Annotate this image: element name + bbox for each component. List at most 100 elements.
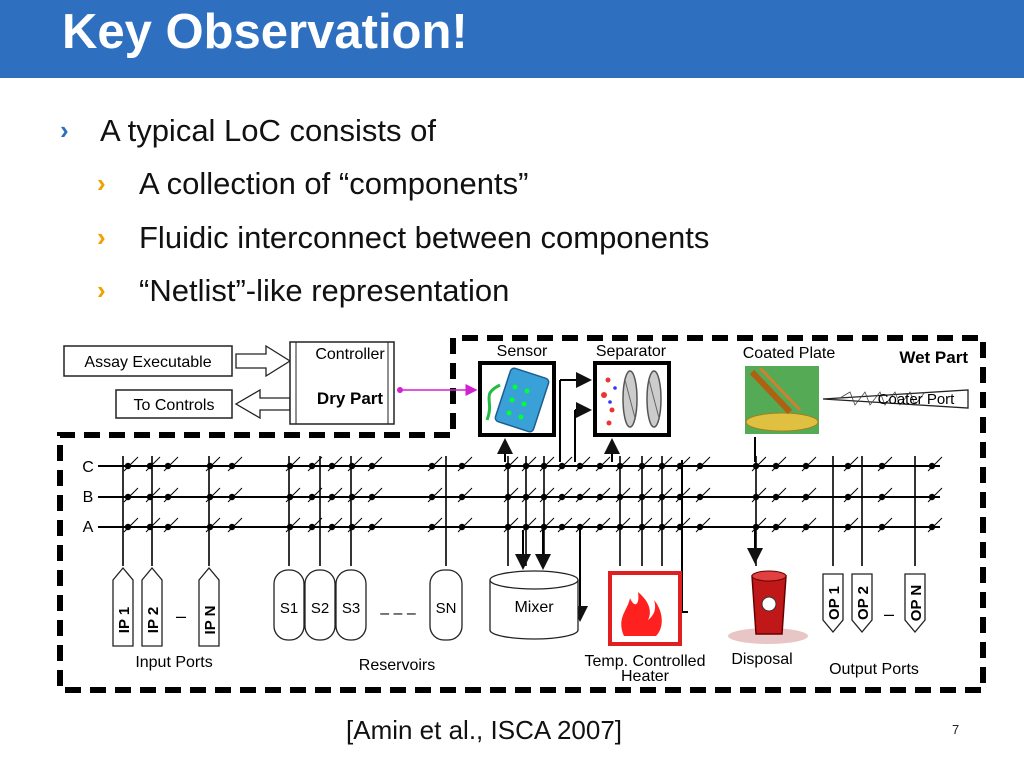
valve-stem — [457, 517, 473, 533]
valve-node — [576, 462, 584, 470]
valve-node — [124, 523, 132, 531]
title-bar: Key Observation! — [0, 0, 1024, 78]
input-ports: IP 1 IP 2 IP N – Input Ports — [112, 566, 220, 671]
reservoir-ellipsis: – – – — [380, 605, 416, 622]
valve-node — [558, 462, 566, 470]
valve-node — [428, 493, 436, 501]
sub-bullet-arrow-icon: › — [97, 222, 106, 252]
output-port-2: OP 2 — [855, 586, 872, 620]
valve-node — [164, 523, 172, 531]
valve-node — [878, 462, 886, 470]
valve-stem — [163, 517, 179, 533]
valve-node — [348, 493, 356, 501]
page-number: 7 — [952, 722, 960, 737]
valve-stem — [227, 487, 243, 503]
valve-stem — [145, 487, 161, 503]
output-port-n: OP N — [908, 585, 925, 621]
valve-node — [458, 523, 466, 531]
valve-stem — [927, 517, 943, 533]
separator-label: Separator — [596, 343, 667, 360]
valve-stem — [751, 456, 767, 472]
valve-node — [368, 493, 376, 501]
sub-bullet-item: › Fluidic interconnect between component… — [97, 220, 709, 256]
sub-bullet-arrow-icon: › — [97, 168, 106, 198]
valve-node — [844, 462, 852, 470]
valve-node — [558, 523, 566, 531]
coated-plate-icon — [745, 366, 819, 434]
fire-icon — [621, 592, 662, 636]
reservoir-s1: S1 — [280, 600, 298, 617]
valve-node — [328, 493, 336, 501]
valve-node — [368, 523, 376, 531]
valve-node — [576, 523, 584, 531]
assay-executable-box — [63, 345, 233, 377]
valve-node — [878, 493, 886, 501]
valve-stem — [145, 456, 161, 472]
output-ports: OP 1 OP 2 OP N – Output Ports — [822, 573, 926, 678]
valve-stem — [163, 456, 179, 472]
valve-stem — [575, 456, 591, 472]
valve-node — [164, 462, 172, 470]
valve-stem — [657, 487, 673, 503]
disposal-label: Disposal — [731, 651, 792, 668]
valve-node — [772, 462, 780, 470]
sub-bullet-text: A collection of “components” — [139, 166, 529, 201]
valve-stem — [877, 487, 893, 503]
bullet-item: › A typical LoC consists of — [60, 113, 436, 149]
valve-node — [802, 493, 810, 501]
valve-node — [928, 462, 936, 470]
valve-node — [576, 493, 584, 501]
input-port-n: IP N — [202, 606, 219, 635]
block-arrow-right — [235, 344, 292, 378]
valve-stem — [801, 456, 817, 472]
valve-stem — [575, 487, 591, 503]
valve-node — [428, 462, 436, 470]
reservoirs-label: Reservoirs — [359, 657, 435, 674]
heater-label-line2: Heater — [621, 668, 670, 685]
valve-node — [878, 523, 886, 531]
sub-bullet-text: Fluidic interconnect between components — [139, 220, 710, 255]
reservoir-s3: S3 — [342, 600, 360, 617]
valve-node — [286, 523, 294, 531]
output-port-ellipsis: – — [884, 604, 894, 624]
valve-stem — [877, 517, 893, 533]
valve-stem — [615, 456, 631, 472]
valve-stem — [123, 487, 139, 503]
valve-stem — [539, 456, 555, 472]
valve-stem — [595, 487, 611, 503]
component-taps — [122, 456, 916, 566]
valve-stem — [327, 517, 343, 533]
valve-stem — [771, 517, 787, 533]
disposal: Disposal — [728, 570, 808, 668]
valve-stem — [539, 487, 555, 503]
valve-array — [123, 456, 943, 533]
reservoir-s2: S2 — [311, 600, 329, 617]
valve-stem — [843, 487, 859, 503]
valve-node — [802, 462, 810, 470]
input-port-1: IP 1 — [116, 607, 133, 633]
valve-stem — [595, 456, 611, 472]
valve-node — [458, 462, 466, 470]
valve-stem — [327, 456, 343, 472]
valve-node — [596, 493, 604, 501]
valve-node — [596, 462, 604, 470]
sub-bullet-item: › “Netlist”-like representation — [97, 273, 509, 309]
valve-stem — [521, 487, 537, 503]
controller-label: Controller — [315, 346, 385, 363]
assay-executable-label: Assay Executable — [84, 354, 211, 371]
valve-node — [844, 493, 852, 501]
valve-stem — [843, 517, 859, 533]
valve-node — [772, 523, 780, 531]
valve-stem — [843, 456, 859, 472]
valve-stem — [695, 456, 711, 472]
valve-stem — [427, 456, 443, 472]
valve-stem — [637, 517, 653, 533]
valve-node — [328, 523, 336, 531]
valve-stem — [327, 487, 343, 503]
reservoirs: S1 S2 S3 SN – – – Reservoirs — [273, 569, 463, 674]
bullet-arrow-icon: › — [60, 115, 69, 145]
valve-stem — [657, 456, 673, 472]
valve-node — [286, 493, 294, 501]
mixer-label: Mixer — [514, 599, 554, 616]
